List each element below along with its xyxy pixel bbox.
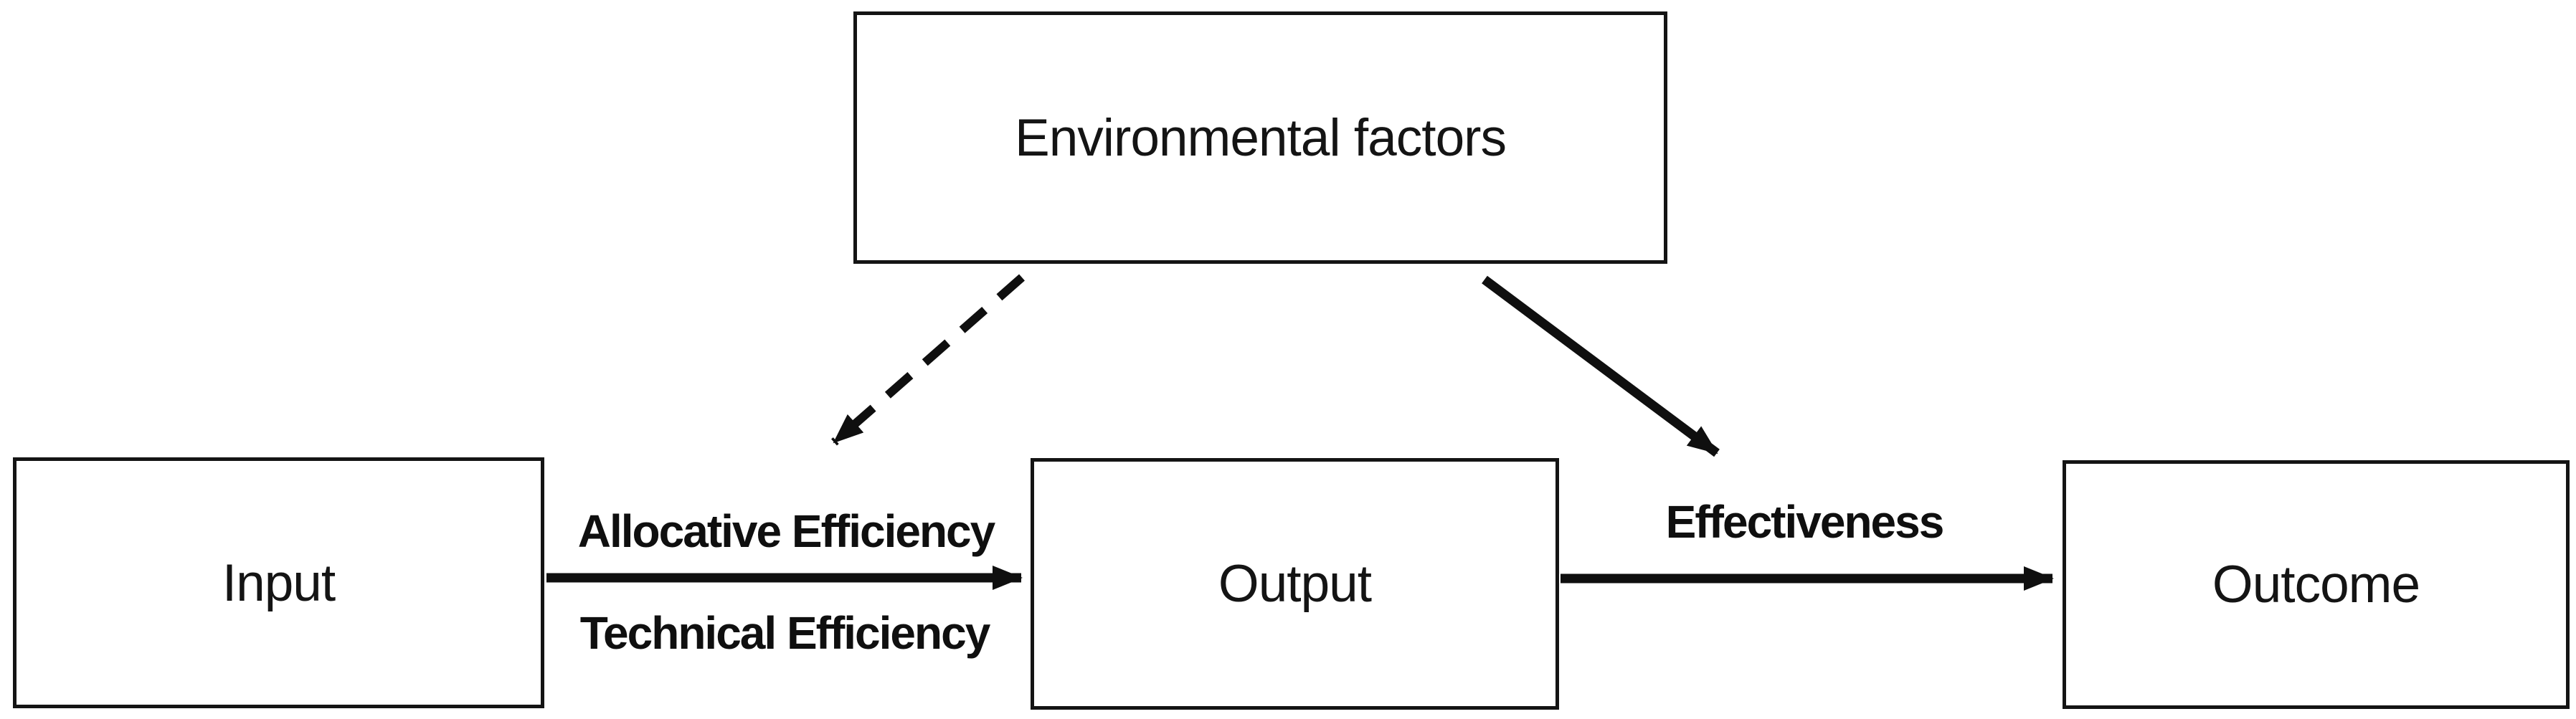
box-input: Input [13, 457, 544, 708]
solid-arrow-environment-to-effectiveness [1482, 275, 1720, 457]
box-environmental-factors: Environmental factors [853, 11, 1667, 264]
box-input-label: Input [222, 553, 336, 612]
box-outcome: Outcome [2063, 460, 2570, 709]
edge-label-technical-efficiency: Technical Efficiency [579, 607, 991, 659]
box-output-label: Output [1218, 555, 1372, 613]
box-output: Output [1031, 458, 1559, 710]
edge-label-effectiveness: Effectiveness [1665, 496, 1945, 548]
box-outcome-label: Outcome [2212, 556, 2420, 614]
dashed-arrow-environment-to-efficiency [831, 274, 1025, 446]
box-environmental-factors-label: Environmental factors [1015, 108, 1507, 167]
edge-label-allocative-efficiency: Allocative Efficiency [577, 505, 995, 557]
